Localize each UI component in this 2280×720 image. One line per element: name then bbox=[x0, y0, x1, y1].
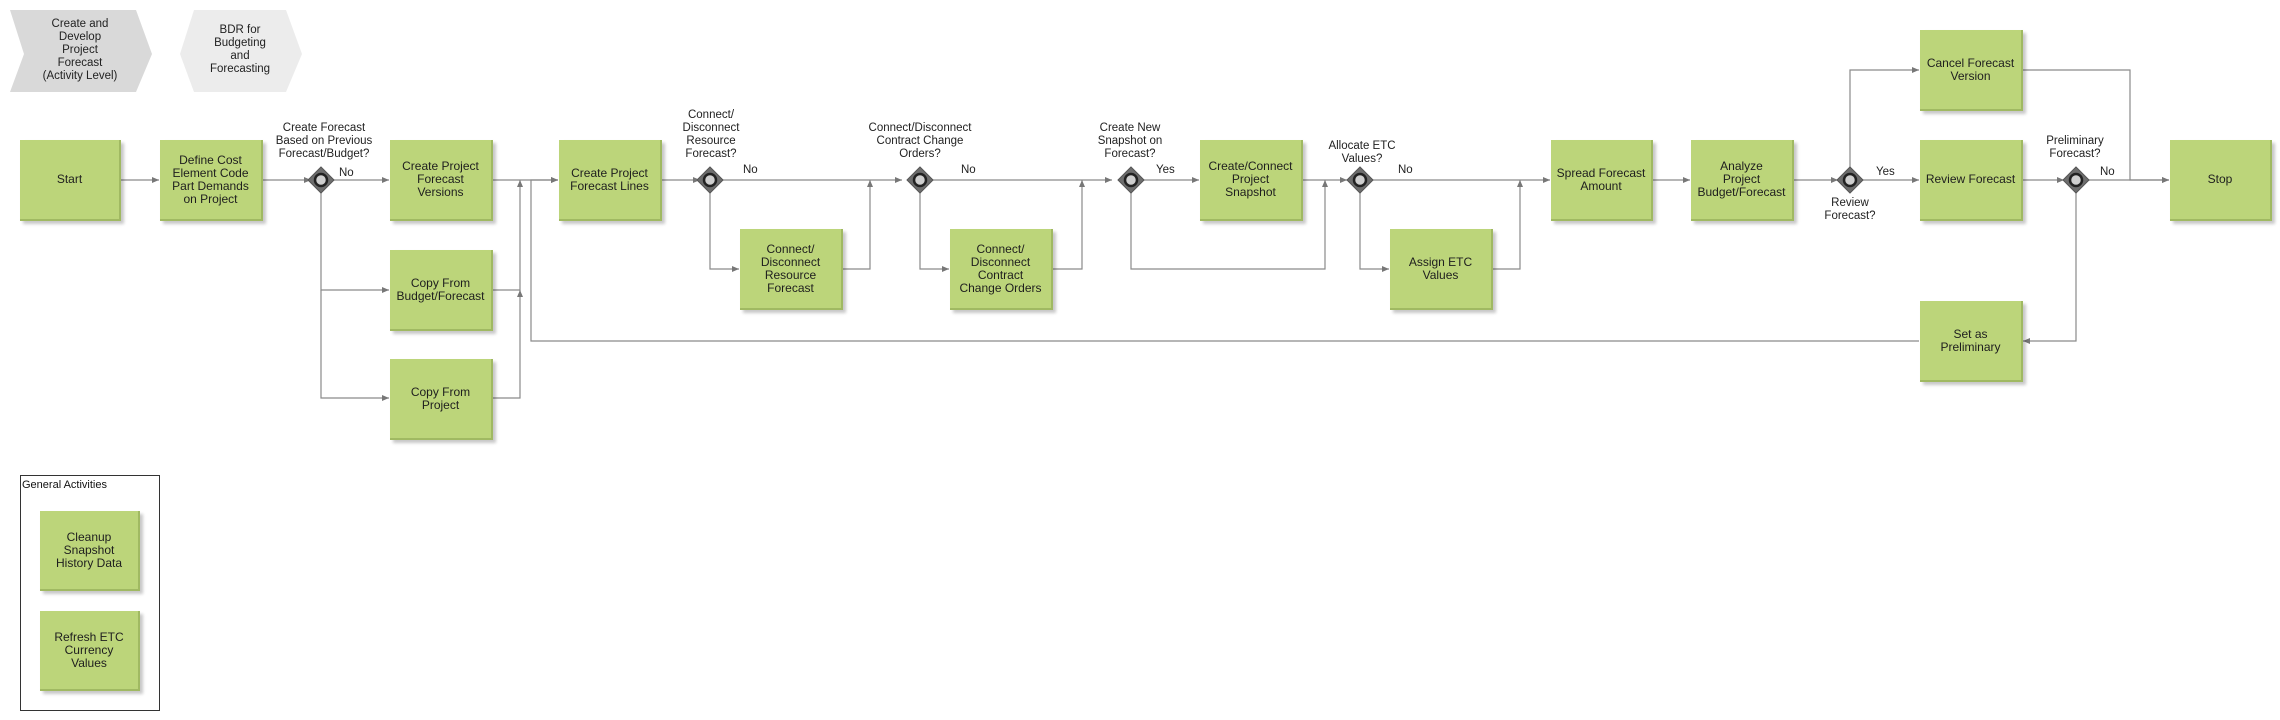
edge-g4-bypass bbox=[1130, 180, 1328, 270]
chevron-create-develop bbox=[10, 10, 152, 92]
gateway-g4 bbox=[1117, 166, 1145, 194]
gateway-g5 bbox=[1346, 166, 1374, 194]
edge-copy-project-merge bbox=[493, 290, 523, 399]
legend-title: General Activities bbox=[22, 479, 107, 491]
task-stop[interactable]: Stop bbox=[2170, 140, 2272, 221]
edge-g1-copy-project bbox=[320, 290, 389, 401]
edge-label-g3-no: No bbox=[961, 164, 976, 176]
edge-label-g2-no: No bbox=[743, 164, 758, 176]
edge-connect-resource-merge bbox=[843, 180, 873, 270]
gateway-g1 bbox=[307, 166, 335, 194]
edge-label-g4-yes: Yes bbox=[1156, 164, 1175, 176]
edge-g3-connect-change bbox=[919, 191, 949, 272]
edge-g1-copy-budget bbox=[320, 191, 389, 293]
edge-g7-preliminary bbox=[2023, 191, 2077, 344]
edge-g2-connect-resource bbox=[709, 191, 739, 272]
edge-preliminary-loop bbox=[530, 177, 1919, 342]
gateway-g2 bbox=[696, 166, 724, 194]
gateway-g6 bbox=[1836, 166, 1864, 194]
edge-assign-merge bbox=[1493, 180, 1523, 270]
gateway-g7 bbox=[2062, 166, 2090, 194]
edge-label-g7-no: No bbox=[2100, 166, 2115, 178]
edge-g6-cancel bbox=[1849, 67, 1919, 169]
edge-connect-change-merge bbox=[1053, 180, 1085, 270]
chevron-bdr bbox=[180, 10, 302, 92]
gateway-g3 bbox=[906, 166, 934, 194]
edge-label-g1-no: No bbox=[339, 167, 354, 179]
task-review-forecast[interactable]: Review Forecast bbox=[1920, 140, 2023, 221]
edge-cancel-stop bbox=[2023, 69, 2169, 183]
task-start[interactable]: Start bbox=[20, 140, 121, 221]
edge-label-g5-no: No bbox=[1398, 164, 1413, 176]
edge-label-g6-yes: Yes bbox=[1876, 166, 1895, 178]
edge-g5-assign bbox=[1359, 191, 1389, 272]
edge-copy-budget-merge bbox=[493, 180, 523, 291]
